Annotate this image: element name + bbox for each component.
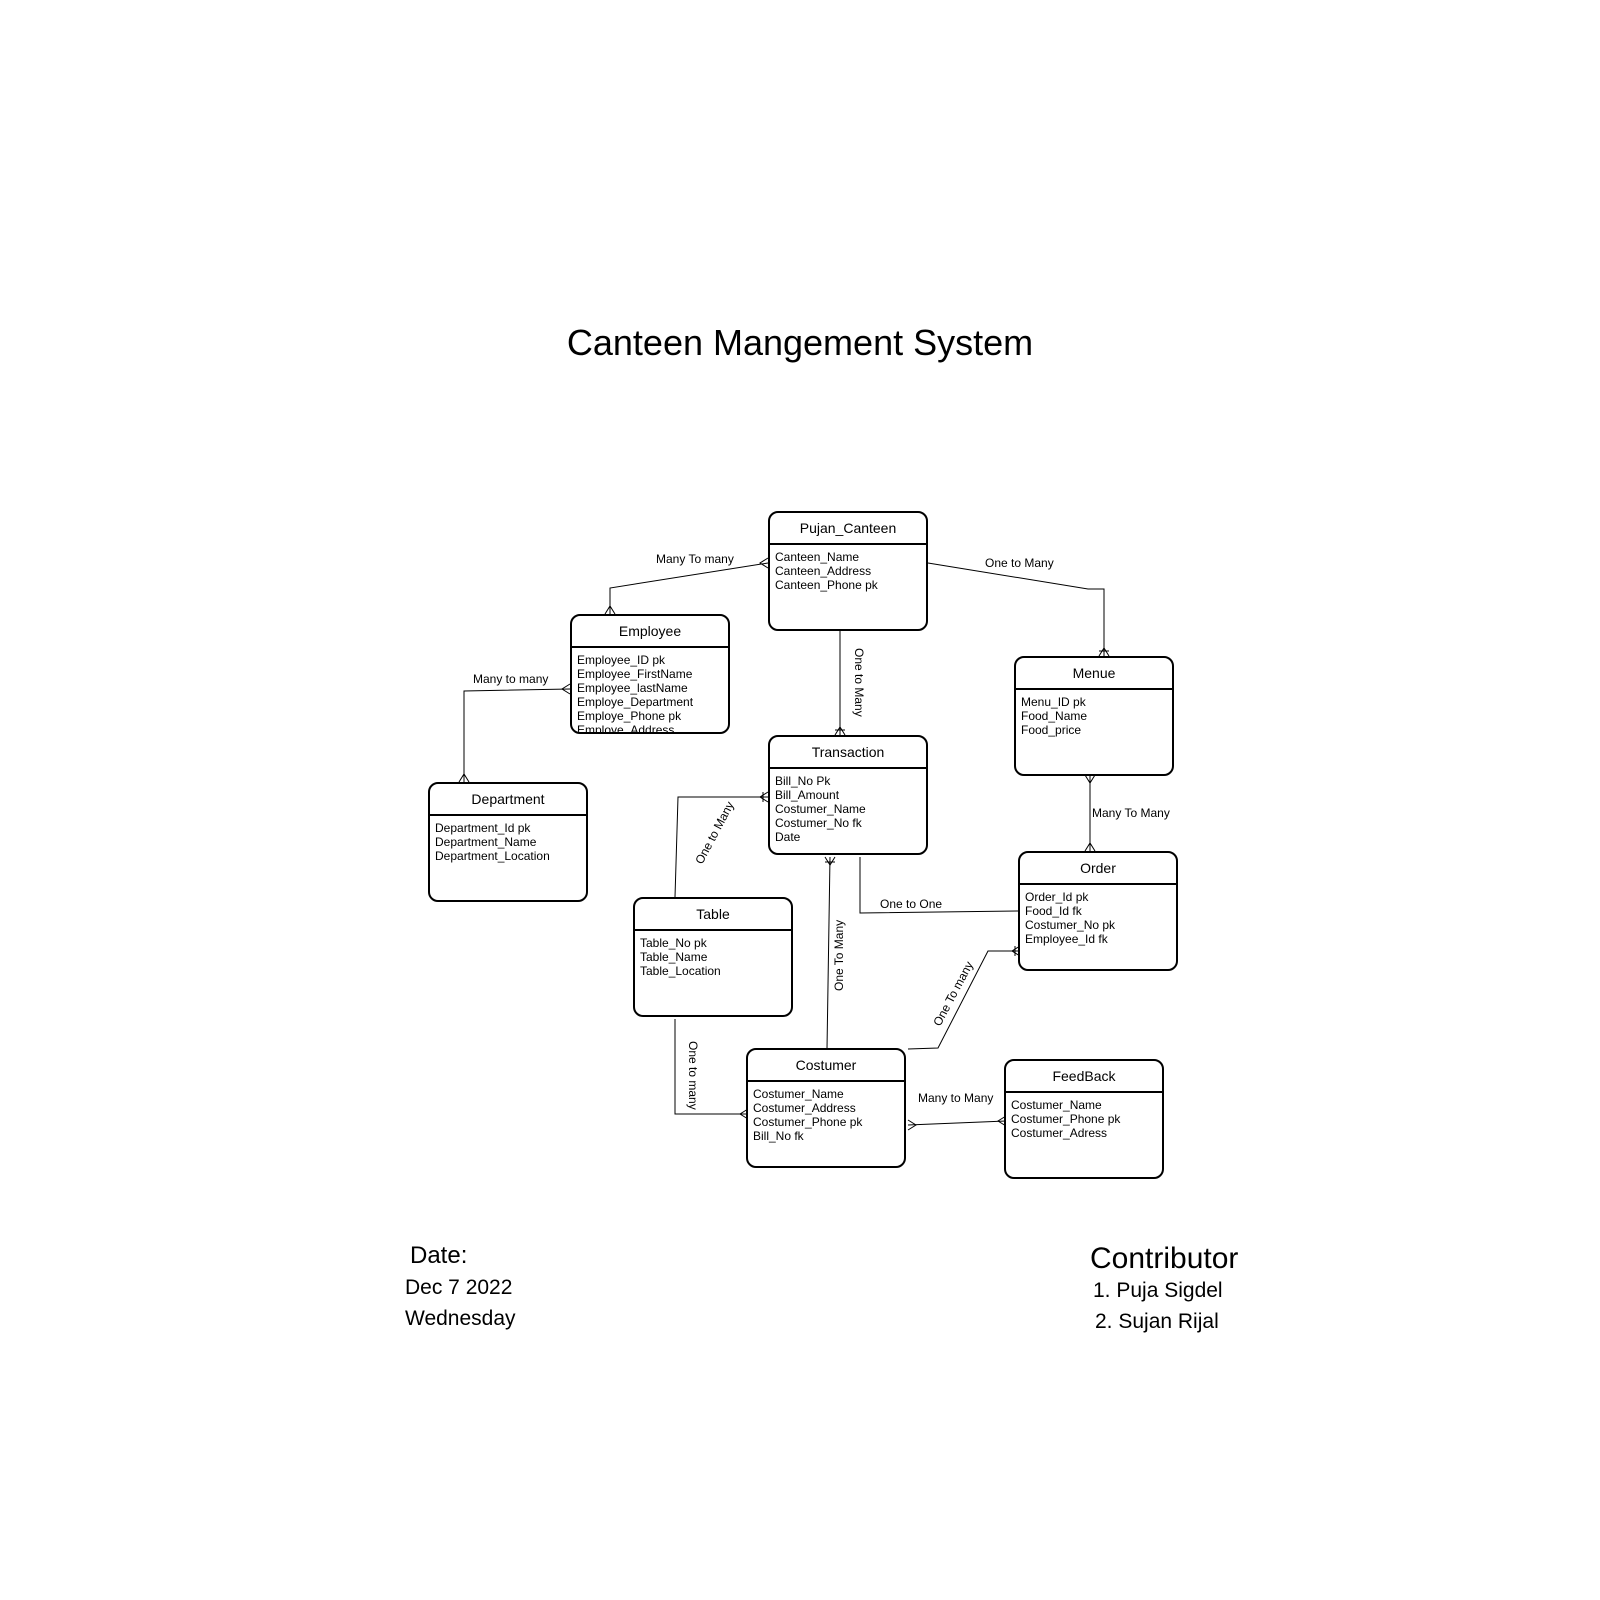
entity-attribute: Costumer_Address: [753, 1101, 856, 1115]
entity-attribute: Costumer_Phone pk: [1011, 1112, 1121, 1126]
entity-attribute: Date: [775, 830, 801, 844]
entity-attribute: Employee_ID pk: [577, 653, 666, 667]
rel-line-costumer-order: [907, 950, 1020, 1050]
crowfoot-costumer-left: [739, 1108, 749, 1120]
entity-name: Costumer: [748, 1050, 904, 1082]
entity-attribute: Food_Id fk: [1025, 904, 1082, 918]
date-value: Dec 7 2022: [405, 1276, 513, 1299]
entity-attribute: Costumer_Phone pk: [753, 1115, 863, 1129]
date-label: Date:: [410, 1242, 468, 1269]
rel-label-employee-department: Many to many: [473, 672, 548, 686]
entity-transaction: Transaction Bill_No Pk Bill_Amount Costu…: [768, 735, 928, 855]
crowfoot-costumer-right: [907, 1119, 917, 1131]
entity-attribute: Employee_FirstName: [577, 667, 693, 681]
rel-line-transaction-order: [859, 857, 1021, 914]
entity-attribute: Bill_Amount: [775, 788, 840, 802]
entity-attribute: Food_price: [1021, 723, 1082, 737]
entity-attribute: Costumer_Name: [775, 802, 866, 816]
rel-label-transaction-order: One to One: [880, 897, 942, 911]
entity-attribute: Costumer_No fk: [775, 816, 862, 830]
crowfoot-order-top: [1084, 842, 1096, 852]
entity-name: Department: [430, 784, 586, 816]
entity-attribute: Menu_ID pk: [1021, 695, 1086, 709]
diagram-title: Canteen Mangement System: [566, 322, 1034, 363]
crowfoot-menue-bottom: [1084, 774, 1096, 784]
entity-name: Table: [635, 899, 791, 931]
entity-attribute: Costumer_Name: [753, 1087, 844, 1101]
contributor-item: 2. Sujan Rijal: [1095, 1310, 1219, 1333]
date-day: Wednesday: [405, 1307, 516, 1330]
rel-label-canteen-menue: One to Many: [985, 556, 1054, 570]
entity-table: Table Table_No pk Table_Name Table_Locat…: [633, 897, 793, 1017]
entity-attribute: Order_Id pk: [1025, 890, 1089, 904]
rel-line-table-costumer: [674, 1019, 748, 1115]
entity-attribute: Bill_No fk: [753, 1129, 804, 1143]
rel-label-canteen-transaction: One to Many: [852, 648, 866, 717]
crowfoot-transaction-bottom: [824, 856, 836, 866]
entity-attribute: Table_Location: [640, 964, 721, 978]
entity-employee: Employee Employee_ID pk Employee_FirstNa…: [570, 614, 730, 734]
entity-name: Pujan_Canteen: [770, 513, 926, 545]
rel-label-table-costumer: One to many: [686, 1041, 700, 1110]
rel-line-employee-department: [463, 688, 571, 782]
entity-attribute: Employe_Address: [577, 723, 675, 734]
entity-attribute: Costumer_No pk: [1025, 918, 1116, 932]
crowfoot-employee-end: [604, 605, 616, 615]
entity-attribute: Department_Location: [435, 849, 550, 863]
entity-costumer: Costumer Costumer_Name Costumer_Address …: [746, 1048, 906, 1168]
entity-name: Transaction: [770, 737, 926, 769]
rel-label-table-transaction: One to Many: [692, 799, 737, 866]
entity-attribute: Employee_lastName: [577, 681, 688, 695]
rel-line-costumer-transaction: [826, 856, 831, 1050]
entity-attribute: Table_No pk: [640, 936, 707, 950]
entity-attribute: Table_Name: [640, 950, 708, 964]
rel-label-menue-order: Many To Many: [1092, 806, 1170, 820]
entity-department: Department Department_Id pk Department_N…: [428, 782, 588, 902]
entity-menue: Menue Menu_ID pk Food_Name Food_price: [1014, 656, 1174, 776]
entity-attribute: Food_Name: [1021, 709, 1088, 723]
entity-attribute: Costumer_Adress: [1011, 1126, 1108, 1140]
rel-line-costumer-feedback: [907, 1120, 1007, 1126]
entity-attribute: Employe_Phone pk: [577, 709, 682, 723]
rel-line-table-transaction: [674, 796, 768, 898]
crowfoot-department-top: [458, 773, 470, 783]
entity-attribute: Employee_Id fk: [1025, 932, 1108, 946]
entity-attribute: Canteen_Phone pk: [775, 578, 878, 592]
crowfoot-transaction-left: [759, 791, 769, 803]
entity-name: Employee: [572, 616, 728, 648]
entity-attribute: Canteen_Name: [775, 550, 860, 564]
entity-order: Order Order_Id pk Food_Id fk Costumer_No…: [1018, 851, 1178, 971]
rel-label-costumer-transaction: One To Many: [832, 920, 846, 991]
entity-attribute: Bill_No Pk: [775, 774, 831, 788]
entity-name: FeedBack: [1006, 1061, 1162, 1093]
entity-attribute: Employe_Department: [577, 695, 694, 709]
rel-line-canteen-employee: [609, 562, 769, 614]
entity-attribute: Department_Id pk: [435, 821, 531, 835]
entity-feedback: FeedBack Costumer_Name Costumer_Phone pk…: [1004, 1059, 1164, 1179]
rel-line-canteen-menue: [927, 562, 1105, 656]
rel-label-canteen-employee: Many To many: [656, 552, 734, 566]
crowfoot-order-left: [1011, 945, 1021, 957]
entity-pujan-canteen: Pujan_Canteen Canteen_Name Canteen_Addre…: [768, 511, 928, 631]
crowfoot-menue-end: [1098, 647, 1110, 657]
entity-name: Menue: [1016, 658, 1172, 690]
rel-label-costumer-feedback: Many to Many: [918, 1091, 993, 1105]
entity-attribute: Canteen_Address: [775, 564, 872, 578]
crowfoot-transaction-top: [834, 726, 846, 736]
crowfoot-canteen-end: [759, 557, 769, 569]
contributor-item: 1. Puja Sigdel: [1093, 1279, 1223, 1302]
contributor-heading: Contributor: [1090, 1242, 1239, 1275]
crowfoot-employee-left: [561, 683, 571, 695]
entity-attribute: Department_Name: [435, 835, 537, 849]
entity-attribute: Costumer_Name: [1011, 1098, 1102, 1112]
entity-name: Order: [1020, 853, 1176, 885]
crowfoot-feedback-left: [997, 1115, 1007, 1127]
